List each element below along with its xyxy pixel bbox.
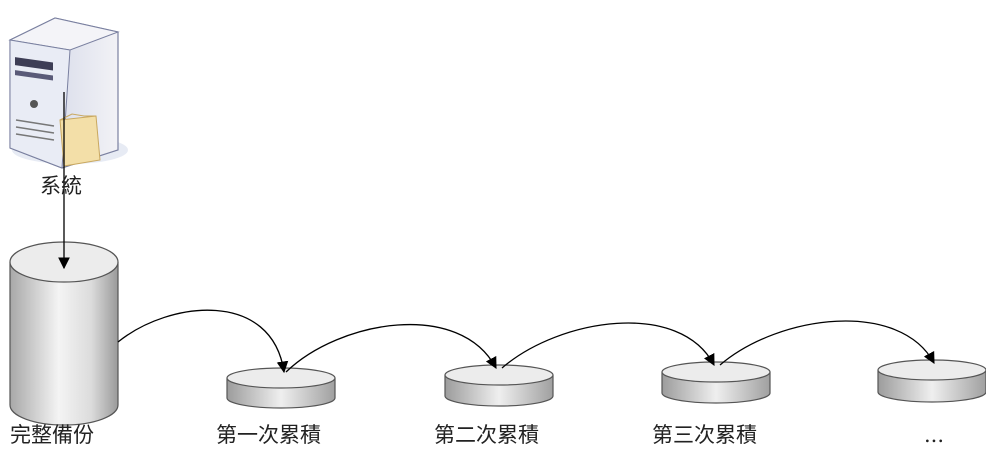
incremental-disk-3-icon (661, 361, 771, 404)
incremental-2-label: 第二次累積 (434, 423, 539, 447)
arrow-incremental-2-to-3 (501, 322, 715, 369)
incremental-more-label: ... (924, 423, 945, 447)
arrow-incremental-3-to-4 (719, 320, 935, 366)
incremental-3-label: 第三次累積 (652, 423, 757, 447)
full-backup-cylinder-icon (9, 241, 119, 426)
full-backup-label: 完整備份 (10, 423, 94, 447)
incremental-disk-2-icon (444, 364, 554, 407)
incremental-disk-1-icon (226, 367, 336, 409)
server-tower-icon (8, 17, 128, 169)
system-label: 系統 (40, 174, 82, 198)
arrow-incremental-1-to-2 (285, 323, 497, 373)
incremental-1-label: 第一次累積 (216, 423, 321, 447)
incremental-disk-4-icon (877, 359, 986, 403)
arrow-full-to-incremental-1 (117, 309, 289, 374)
